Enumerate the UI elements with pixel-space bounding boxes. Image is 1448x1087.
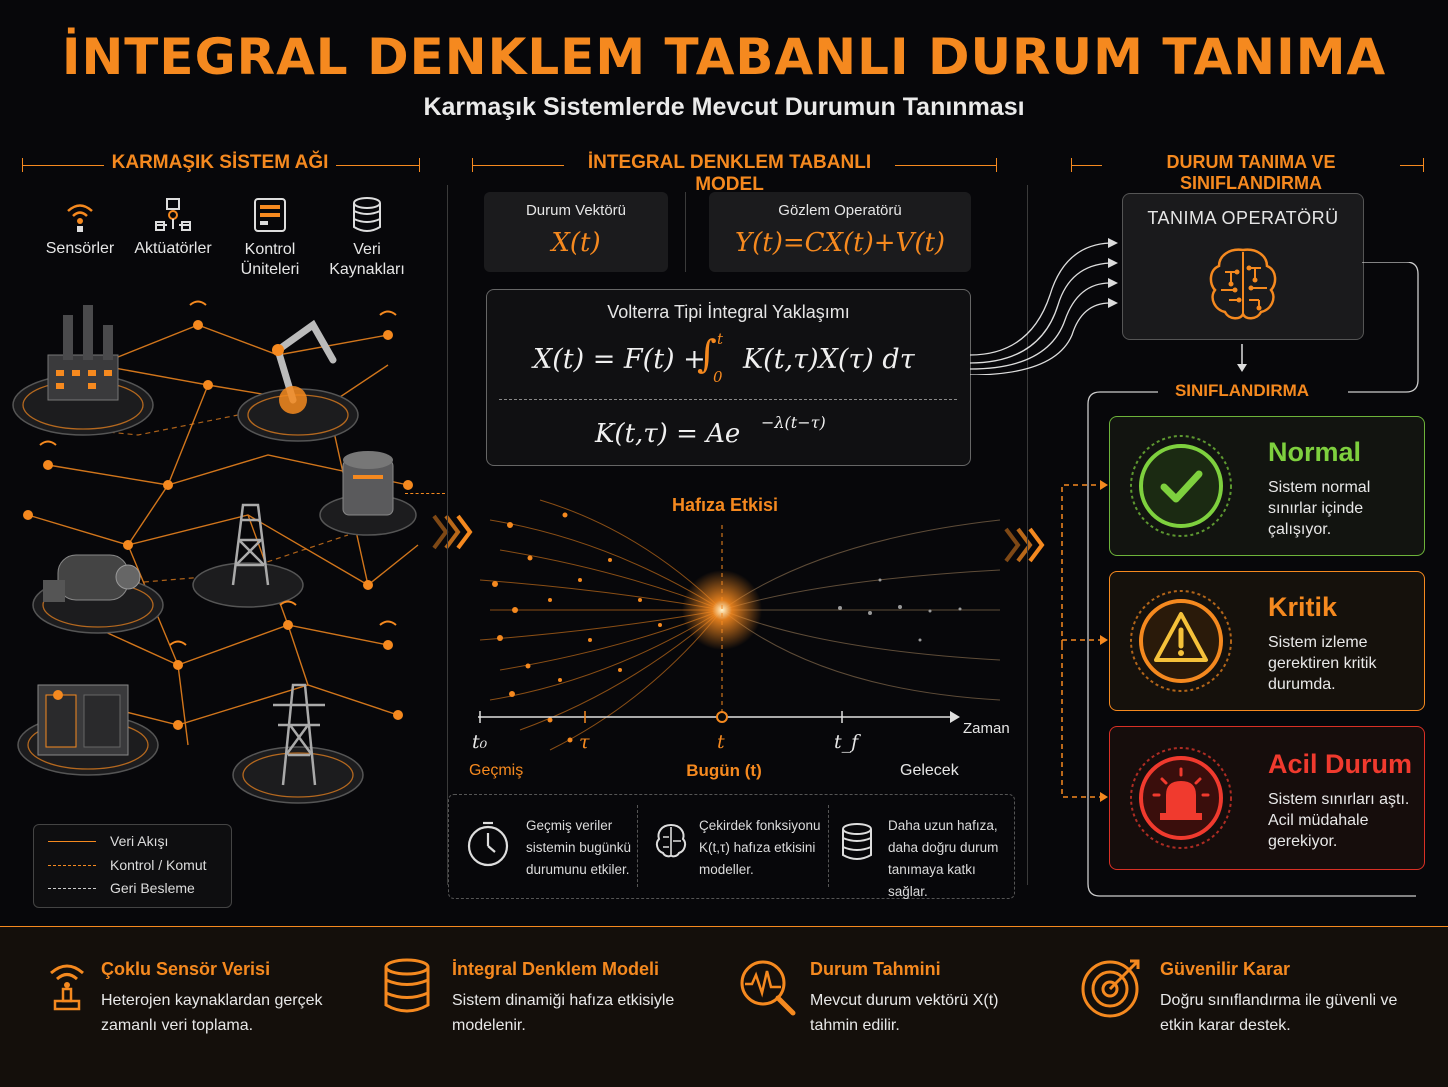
tick-tau: τ: [579, 731, 590, 753]
control-unit-icon: [254, 198, 286, 232]
state-formula: X(t): [551, 228, 601, 258]
future-label: Gelecek: [900, 762, 959, 779]
legend-dotted-line: [48, 888, 96, 889]
check-icon: [1130, 435, 1232, 537]
brain-icon: [1209, 248, 1277, 320]
brain-chip-icon: [655, 823, 687, 858]
chevron-right-icon-2: [1004, 527, 1045, 563]
legend-feedback: Geri Besleme: [110, 880, 195, 896]
observation-label: Gözlem Operatörü: [778, 202, 902, 219]
left-heading: KARMAŞIK SİSTEM AĞI: [111, 152, 329, 173]
data-source-category: Veri Kaynakları: [324, 195, 410, 280]
sensor-icon: [50, 964, 84, 1011]
footer-item-estimation: Durum Tahmini Mevcut durum vektörü X(t)t…: [737, 955, 1057, 1055]
class-emergency-title: Acil Durum: [1268, 749, 1413, 779]
state-label: Durum Vektörü: [525, 202, 627, 219]
footer-item-sensors: Çoklu Sensör Verisi Heterojen kaynaklard…: [45, 955, 365, 1055]
sensor-label: Sensörler: [45, 240, 115, 257]
footer-title-4: Güvenilir Karar: [1160, 959, 1291, 979]
volterra-rhs: K(t,τ)X(τ) dτ: [743, 344, 915, 375]
footer-item-model: İntegral Denklem Modeli Sistem dinamiği …: [382, 955, 702, 1055]
middle-heading: İNTEGRAL DENKLEM TABANLI MODEL: [587, 152, 872, 195]
feedback-loop-lines: [1087, 262, 1419, 897]
legend-dashed-line: [48, 865, 96, 866]
footer-item-decision: Güvenilir Karar Doğru sınıflandırma ile …: [1080, 953, 1430, 1053]
control-category: Kontrol Üniteleri: [228, 195, 312, 280]
footer-text-3: Mevcut durum vektörü X(t)tahmin edilir.: [810, 992, 999, 1034]
legend-control: Kontrol / Komut: [110, 857, 207, 873]
data-source-label: Veri Kaynakları: [329, 241, 405, 278]
memory-effect-visualization: [478, 499, 1001, 751]
integral-sign: ∫: [697, 332, 717, 376]
integral-upper: t: [717, 330, 724, 348]
actuator-category: Aktüatörler: [130, 195, 216, 258]
legend-flow: Veri Akışı: [110, 833, 169, 849]
target-icon: [1081, 959, 1140, 1018]
right-heading: DURUM TANIMA VE SINIFLANDIRMA: [1166, 152, 1336, 193]
left-heading-rule: [22, 165, 104, 166]
tick-t0: t₀: [472, 731, 488, 753]
alarm-icon: [1130, 747, 1232, 849]
kernel-formula: K(t,τ) = Ae −λ(t−τ): [595, 413, 895, 451]
footer: [0, 926, 1448, 1087]
wifi-sensor-icon: [67, 204, 93, 232]
volterra-box: Volterra Tipi İntegral Yaklaşımı X(t) = …: [486, 289, 971, 466]
footer-title-1: Çoklu Sensör Verisi: [101, 959, 271, 979]
kernel-exponent: −λ(t−τ): [761, 413, 826, 432]
footer-title-3: Durum Tahmini: [810, 959, 941, 979]
kernel-base: K(t,τ) = Ae: [595, 419, 741, 449]
recognition-operator-box: TANIMA OPERATÖRÜ: [1122, 193, 1364, 340]
legend-solid-line: [48, 841, 96, 842]
sensor-category: Sensörler: [40, 195, 120, 258]
database-icon-footer: [384, 958, 430, 1013]
left-heading-rule-right: [336, 165, 420, 166]
volterra-lhs: X(t) = F(t) +: [533, 344, 706, 375]
present-label: Bugün (t): [686, 761, 762, 780]
operator-input-arrows: [970, 238, 1118, 375]
legend: Veri Akışı Kontrol / Komut Geri Besleme: [33, 824, 232, 908]
time-axis-label: Zaman: [963, 720, 1010, 737]
volterra-title: Volterra Tipi İntegral Yaklaşımı: [607, 302, 850, 322]
chevron-right-icon: [432, 514, 473, 550]
operator-title: TANIMA OPERATÖRÜ: [1147, 208, 1339, 228]
class-normal-title: Normal: [1268, 437, 1362, 467]
page-title: İNTEGRAL DENKLEM TABANLI DURUM TANIMA: [61, 28, 1387, 86]
warning-icon: [1130, 590, 1232, 692]
tick-t: t: [717, 731, 725, 753]
state-vector-box: Durum Vektörü X(t): [484, 192, 668, 272]
tick-tf: t_f: [834, 731, 859, 753]
volterra-formula: X(t) = F(t) + ∫ t 0 K(t,τ)X(τ) dτ: [533, 330, 953, 386]
class-input-arrows: [1061, 480, 1108, 802]
database-icon-notes: [842, 823, 872, 860]
database-icon: [353, 197, 381, 232]
observation-formula: Y(t)=CX(t)+V(t): [734, 228, 946, 258]
classification-title: SINIFLANDIRMA: [1174, 381, 1310, 400]
control-label: Kontrol Üniteleri: [240, 241, 300, 278]
system-network-illustration: [12, 300, 419, 804]
footer-title-2: İntegral Denklem Modeli: [452, 959, 660, 979]
integral-lower: 0: [713, 368, 723, 386]
page-subtitle: Karmaşık Sistemlerde Mevcut Durumun Tanı…: [423, 93, 1025, 121]
memory-title: Hafıza Etkisi: [671, 495, 779, 515]
actuator-icon: [155, 198, 191, 231]
actuator-label: Aktüatörler: [134, 240, 212, 257]
observation-box: Gözlem Operatörü Y(t)=CX(t)+V(t): [709, 192, 971, 272]
search-wave-icon: [740, 960, 796, 1016]
clock-icon: [467, 821, 509, 867]
class-emergency-card: Acil Durum Sistem sınırları aştı.Acil mü…: [1109, 726, 1425, 870]
class-critical-title: Kritik: [1268, 592, 1338, 622]
past-label: Geçmiş: [469, 762, 524, 779]
